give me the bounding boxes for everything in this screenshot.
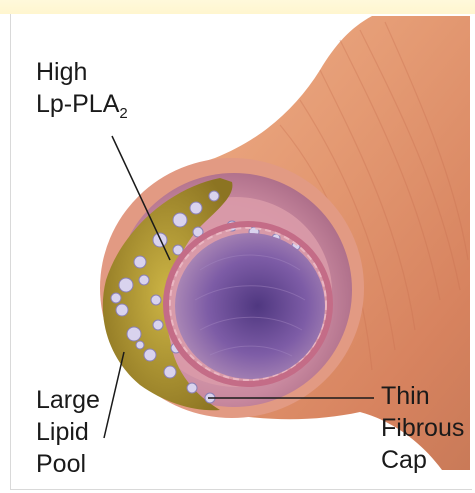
label-cap-line1: Thin — [381, 380, 464, 412]
label-high-subscript: 2 — [119, 105, 127, 122]
label-large-lipid-pool: Large Lipid Pool — [36, 384, 100, 480]
label-lipid-line1: Large — [36, 384, 100, 416]
label-high-line2: Lp-PLA2 — [36, 88, 128, 130]
label-thin-fibrous-cap: Thin Fibrous Cap — [381, 380, 464, 476]
label-high-lp-pla2: High Lp-PLA2 — [36, 56, 128, 130]
label-high-line1: High — [36, 56, 128, 88]
label-cap-line3: Cap — [381, 444, 464, 476]
large-lipid-pool-leader — [104, 352, 124, 438]
label-cap-line2: Fibrous — [381, 412, 464, 444]
label-lipid-line2: Lipid — [36, 416, 100, 448]
label-lipid-line3: Pool — [36, 448, 100, 480]
